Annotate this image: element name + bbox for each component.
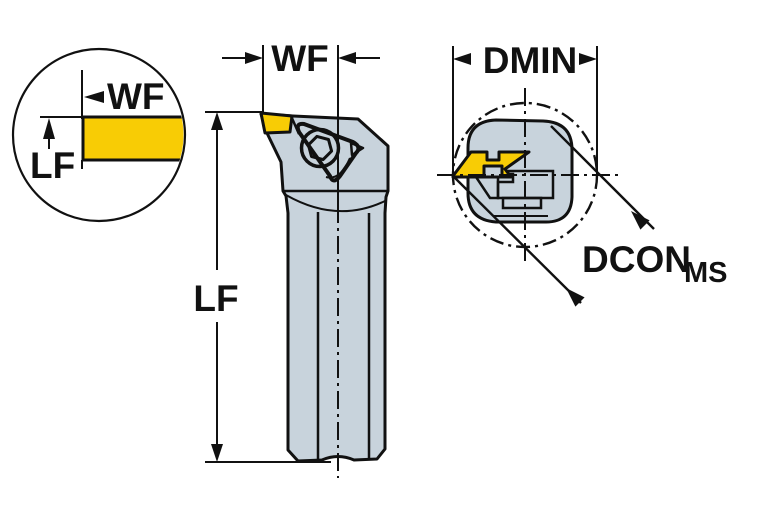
detail-wf-arrow: [84, 91, 104, 103]
lf-dimension-label: LF: [193, 278, 238, 319]
tool-body-side: [259, 112, 390, 463]
detail-lf-arrow: [43, 118, 55, 139]
detail-wf-label: WF: [107, 76, 165, 117]
lf-arrow-up: [211, 112, 223, 130]
cutting-insert-side: [259, 111, 294, 135]
collar-arc: [285, 194, 386, 213]
dmin-arrow-right: [579, 53, 597, 65]
dcon-arrow-lower: [566, 288, 585, 307]
dcon-dim-line-lower: [452, 175, 582, 304]
end-view: DMIN DCON MS: [437, 40, 728, 307]
dcon-dimension-label: DCON: [582, 239, 691, 280]
dmin-arrow-left: [453, 53, 471, 65]
detail-view: WF LF: [11, 47, 187, 223]
dmin-dimension-label: DMIN: [483, 40, 578, 81]
insert-tip-triangle: [349, 141, 365, 157]
cutting-insert-detail: [81, 115, 184, 162]
side-view: WF LF: [193, 38, 390, 478]
lf-arrow-down: [211, 444, 223, 462]
dcon-subscript-label: MS: [684, 257, 728, 289]
wf-arrow-right: [338, 52, 356, 64]
dcon-dim-line-upper: [550, 125, 655, 230]
detail-lf-label: LF: [30, 145, 75, 186]
insert-notch-rect: [482, 164, 504, 179]
insert-pocket-line: [289, 115, 301, 135]
wf-arrow-left: [245, 52, 263, 64]
wf-dimension-label: WF: [271, 38, 329, 79]
pocket-outline-small-rect: [501, 196, 543, 210]
dcon-arrow-upper: [631, 211, 650, 230]
screw-hex-socket: [306, 134, 334, 162]
